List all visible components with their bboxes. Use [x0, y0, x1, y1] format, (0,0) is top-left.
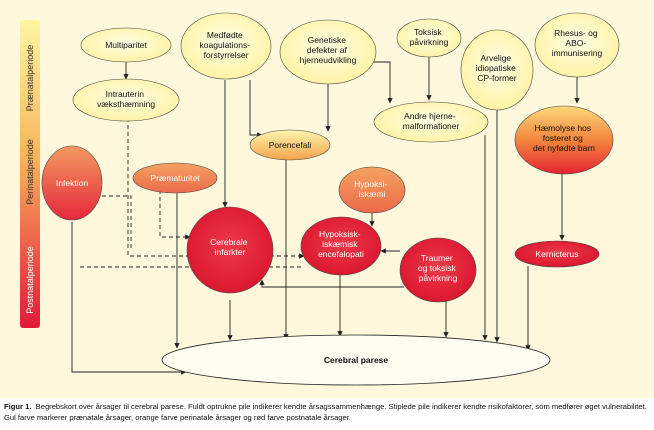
node-line: fosteret og	[543, 133, 583, 143]
node-line: Genetiske	[308, 35, 347, 45]
node-line: Hypoksisk-	[319, 229, 361, 239]
svg-text:Medfødte koagulations-: Medfødte koagulations- forstyrrelser	[200, 30, 253, 60]
svg-text:Hypoksi- iskæmi: Hypoksi- iskæmi	[354, 179, 389, 199]
node-line: Infektion	[56, 178, 88, 188]
node-arvelige: Arvelige idiopatiske CP-former	[460, 29, 534, 111]
svg-text:Genetiske defekter af: Genetiske defekter af hjerneudvikling	[300, 35, 357, 65]
node-line: Andre hjerne-	[404, 111, 456, 121]
node-line: Præmaturitet	[150, 173, 200, 183]
node-line: og toksisk	[418, 263, 457, 273]
node-line: Arvelige	[480, 53, 511, 63]
figure-caption: Figur 1. Begrebskort over årsager til ce…	[4, 401, 650, 423]
node-toksisk: Toksisk påvirkning	[396, 18, 462, 58]
node-infektion: Infektion	[41, 145, 103, 221]
node-kernicterus: Kernicterus	[514, 240, 600, 268]
node-multiparitet: Multiparitet	[80, 27, 172, 63]
node-praematuritet: Præmaturitet	[132, 162, 218, 194]
node-line: Kernicterus	[536, 249, 579, 259]
svg-text:Cerebrale infarkter: Cerebrale infarkter	[210, 237, 250, 257]
edge-praematuritet-cerebrale-dashed	[159, 190, 191, 240]
edge-infektion-hypoksisk-dashed	[102, 195, 132, 250]
node-cerebrale: Cerebrale infarkter	[186, 206, 274, 294]
node-hypoksiskaemi: Hypoksi- iskæmi	[338, 166, 406, 214]
node-line: koagulations-	[200, 40, 251, 50]
edges	[71, 55, 580, 375]
node-line: væksthæmning	[97, 99, 155, 109]
node-intrauterin: Intrauterin væksthæmning	[72, 78, 180, 122]
svg-text:Multiparitet: Multiparitet	[105, 40, 147, 50]
svg-text:Andre hjerne- malforma: Andre hjerne- malformationer	[403, 111, 460, 131]
edge-medfodte-porencefali	[249, 80, 263, 138]
node-andre: Andre hjerne- malformationer	[373, 101, 489, 143]
node-rhesus: Rhesus- og ABO- immunisering	[534, 12, 620, 78]
concept-map: Prænatalperiode Perinatalperiode Postnat…	[0, 0, 654, 398]
node-line: iskæmisk	[322, 239, 358, 249]
caption-text: Begrebskort over årsager til cerebral pa…	[4, 402, 647, 422]
node-line: Toksisk	[414, 27, 443, 37]
node-line: CP-former	[477, 73, 516, 83]
node-line: Hypoksi-	[354, 179, 387, 189]
node-line: Medfødte	[207, 30, 243, 40]
node-line: infarkter	[215, 247, 246, 257]
node-line: immunisering	[552, 48, 603, 58]
edge-infektion-parese	[71, 222, 187, 375]
node-line: forstyrrelser	[204, 50, 249, 60]
svg-text:Præmaturitet: Præmaturitet	[150, 173, 200, 183]
node-hypoksisk: Hypoksisk- iskæmisk encefalopati	[300, 216, 382, 276]
edge-traumer-cerebrale	[259, 279, 404, 288]
period-perinatal-label: Perinatalperiode	[25, 139, 35, 205]
node-line: malformationer	[403, 121, 460, 131]
svg-text:Toksisk påvirkning: Toksisk påvirkning	[410, 27, 449, 47]
node-line: idiopatiske	[476, 63, 516, 73]
svg-text:Cerebral parese: Cerebral parese	[324, 355, 389, 365]
node-line: Porencefali	[269, 140, 312, 150]
svg-text:Kernicterus: Kernicterus	[536, 249, 579, 259]
node-line: påvirkning	[419, 273, 458, 283]
node-line: Cerebrale	[210, 237, 248, 247]
node-line: Rhesus- og	[554, 28, 598, 38]
svg-text:Rhesus- og ABO-: Rhesus- og ABO- immunisering	[552, 28, 603, 58]
node-traumer: Traumer og toksisk påvirkning	[399, 237, 477, 303]
node-line: ABO-	[565, 38, 586, 48]
node-line: defekter af	[307, 45, 348, 55]
svg-text:Intrauterin væksthæmni: Intrauterin væksthæmning	[97, 89, 155, 109]
node-line: Multiparitet	[105, 40, 147, 50]
node-line: iskæmi	[359, 189, 386, 199]
svg-text:Infektion: Infektion	[56, 178, 88, 188]
svg-text:Hæmolyse hos fosteret: Hæmolyse hos fosteret og det nyfødte bar…	[533, 123, 595, 153]
node-line: encefalopati	[318, 249, 364, 259]
node-line: Intrauterin	[106, 89, 145, 99]
svg-text:Arvelige idiopatiske: Arvelige idiopatiske CP-former	[476, 53, 519, 83]
period-bar	[20, 20, 40, 328]
node-line: det nyfødte barn	[533, 143, 595, 153]
node-line: hjerneudvikling	[300, 55, 357, 65]
period-postnatal-label: Postnatalperiode	[25, 246, 35, 314]
caption-label: Figur 1.	[4, 402, 32, 411]
node-line: påvirkning	[410, 37, 449, 47]
node-porencefali: Porencefali	[249, 129, 331, 161]
svg-text:Porencefali: Porencefali	[269, 140, 312, 150]
node-genetiske: Genetiske defekter af hjerneudvikling	[279, 19, 377, 85]
svg-text:Hypoksisk- iskæmisk: Hypoksisk- iskæmisk encefalopati	[318, 229, 364, 259]
edge-genetiske-andre	[368, 61, 393, 104]
node-line: Traumer	[421, 253, 453, 263]
node-medfodte: Medfødte koagulations- forstyrrelser	[180, 12, 272, 80]
period-prenatal-label: Prænatalperiode	[25, 45, 35, 112]
svg-text:Traumer og toksisk: Traumer og toksisk påvirkning	[418, 253, 458, 283]
node-line: Cerebral parese	[324, 355, 389, 365]
node-haemolyse: Hæmolyse hos fosteret og det nyfødte bar…	[514, 105, 614, 175]
node-line: Hæmolyse hos	[534, 123, 591, 133]
node-cerebral-parese: Cerebral parese	[161, 334, 551, 386]
